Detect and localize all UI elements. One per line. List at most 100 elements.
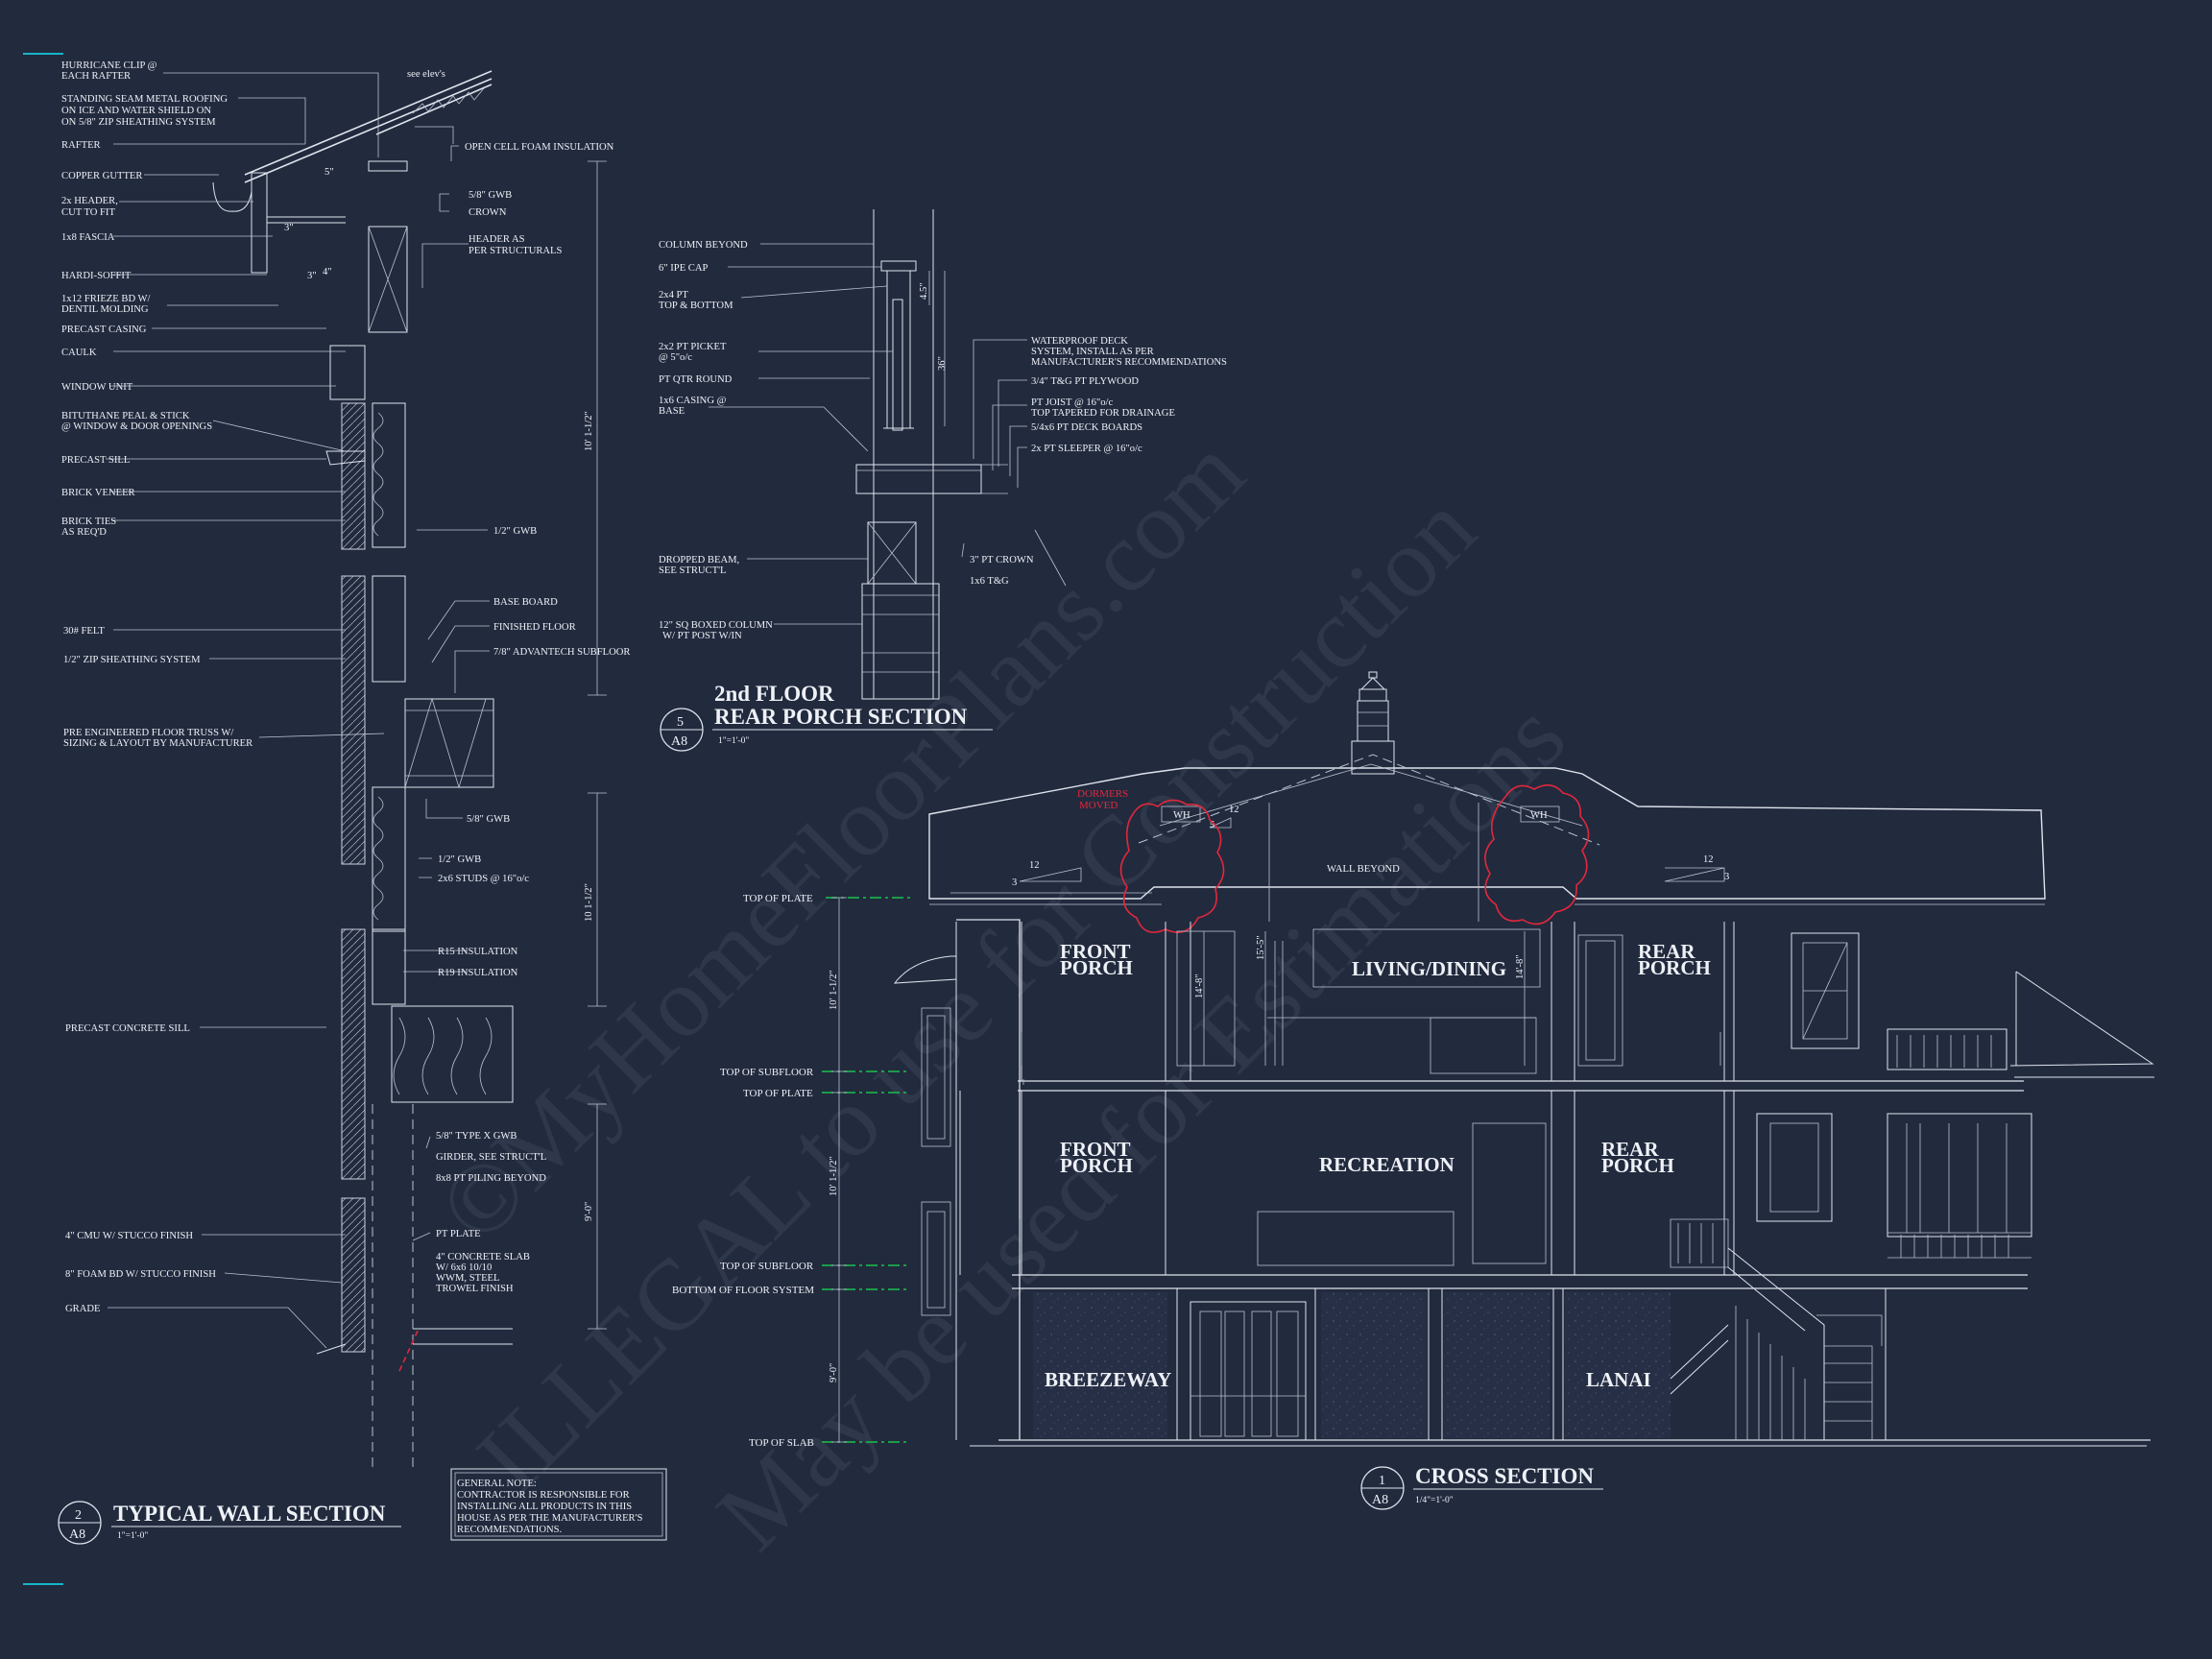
label-sleeper: 2x PT SLEEPER @ 16"o/c [1031, 444, 1142, 454]
label-bituthane-1: BITUTHANE PEAL & STICK [61, 411, 190, 421]
revision-cloud-left [1119, 799, 1225, 933]
room-front-porch-upper-1: FRONT [1060, 940, 1131, 963]
existing-grade-red [398, 1328, 420, 1372]
wall-beyond: WALL BEYOND [1327, 864, 1400, 875]
exterior-wall-upper [341, 402, 366, 550]
general-note-line1: GENERAL NOTE: [457, 1479, 537, 1489]
label-30-felt: 30# FELT [63, 626, 105, 637]
label-frieze-2: DENTIL MOLDING [61, 304, 149, 315]
room-recreation: RECREATION [1319, 1153, 1455, 1176]
label-2x6-studs: 2x6 STUDS @ 16"o/c [438, 874, 529, 884]
level-top-of-plate-lower: TOP OF PLATE [743, 1088, 813, 1099]
cross-bubble-number: 1 [1379, 1474, 1385, 1488]
label-bituthane-2: @ WINDOW & DOOR OPENINGS [61, 421, 212, 432]
pitch-12-left: 12 [1029, 860, 1040, 871]
label-boxed-column-2: W/ PT POST W/IN [662, 631, 742, 641]
red-note-line1: DORMERS [1077, 788, 1128, 800]
dim-4in: 4" [323, 267, 332, 277]
ipe-cap [880, 260, 917, 272]
label-precast-sill: PRECAST SILL [61, 455, 130, 466]
porch-section-title: 5 A8 2nd FLOOR REAR PORCH SECTION 1"=1'-… [660, 682, 993, 752]
label-copper-gutter: COPPER GUTTER [61, 171, 143, 181]
dim-3in-b: 3" [284, 223, 294, 233]
label-precast-concrete-sill: PRECAST CONCRETE SILL [65, 1023, 190, 1034]
ground-columns [1176, 1288, 1887, 1440]
porch-scale: 1"=1'-0" [718, 736, 749, 746]
recreation-cabinet [1257, 1211, 1455, 1266]
label-boxed-column-1: 12" SQ BOXED COLUMN [659, 620, 773, 631]
piling [372, 1104, 414, 1469]
batt-insulation-1 [373, 412, 384, 537]
label-base-board: BASE BOARD [493, 597, 558, 608]
dim-wall-upper: 10' 1-1/2" [584, 411, 594, 451]
general-note-line2: CONTRACTOR IS RESPONSIBLE FOR [457, 1490, 631, 1501]
lower-floor-insulation [393, 1017, 493, 1095]
wh-left: WH [1173, 810, 1190, 821]
soffit [267, 216, 346, 224]
wall-section-title: 2 A8 TYPICAL WALL SECTION 1"=1'-0" [58, 1501, 401, 1545]
exterior-wall-middle [341, 575, 366, 865]
label-gwb-12-upper: 1/2" GWB [493, 526, 537, 537]
level-markers: TOP OF PLATE TOP OF SUBFLOOR TOP OF PLAT… [672, 893, 910, 1449]
stud-wall-4 [372, 928, 406, 1005]
level-top-of-subfloor-upper: TOP OF SUBFLOOR [720, 1067, 814, 1078]
wall-section-dimensions: 10' 1-1/2" 10 1-1/2" 9'-0" [584, 160, 607, 1330]
main-roof [928, 767, 2046, 900]
label-caulk: CAULK [61, 348, 97, 358]
dim-5in: 5" [325, 167, 334, 178]
window-unit [329, 345, 366, 400]
label-slab-3: WWM, STEEL [436, 1273, 500, 1284]
cross-bubble-sheet: A8 [1372, 1493, 1388, 1507]
label-brick-ties-1: BRICK TIES [61, 517, 116, 527]
label-dropped-beam-1: DROPPED BEAM, [659, 555, 739, 565]
ceiling-height-dims: 14'-8" 15'-5" 14'-8" [1194, 931, 1526, 1066]
label-rafter: RAFTER [61, 140, 102, 151]
building-outline [956, 919, 2151, 1441]
pitch-12-right: 12 [1703, 854, 1714, 865]
label-hardi-soffit: HARDI-SOFFIT [61, 271, 132, 281]
label-deck-boards: 5/4x6 PT DECK BOARDS [1031, 422, 1142, 433]
label-grade: GRADE [65, 1304, 101, 1314]
label-header-as-1: HEADER AS [469, 234, 525, 245]
label-gwb-58-middle: 5/8" GWB [467, 814, 510, 825]
dim-cross-upper: 10' 1-1/2" [829, 970, 839, 1010]
room-lanai: LANAI [1586, 1368, 1651, 1391]
dim-ceiling-2: 15'-5" [1256, 935, 1266, 960]
label-ipe-cap: 6" IPE CAP [659, 263, 709, 274]
label-piling: 8x8 PT PILING BEYOND [436, 1173, 546, 1184]
label-floor-truss-2: SIZING & LAYOUT BY MANUFACTURER [63, 738, 253, 749]
wh-right: WH [1530, 810, 1548, 821]
roof-insulation [412, 87, 485, 114]
label-roofing-2: ON ICE AND WATER SHIELD ON [61, 106, 211, 116]
room-front-porch-upper-2: PORCH [1060, 956, 1133, 979]
grade-line [316, 1343, 347, 1355]
label-pt-plate: PT PLATE [436, 1229, 481, 1239]
revision-cloud-right [1484, 784, 1590, 926]
label-fascia: 1x8 FASCIA [61, 232, 115, 243]
label-dropped-beam-2: SEE STRUCT'L [659, 565, 726, 576]
floor-truss-web [404, 697, 493, 789]
column-beyond [873, 209, 934, 699]
label-cmu-stucco: 4" CMU W/ STUCCO FINISH [65, 1231, 193, 1241]
front-porch-door [1176, 930, 1236, 1067]
roof-fascia-lines [929, 892, 2045, 905]
recreation-door [1472, 1122, 1547, 1264]
label-picket-1: 2x2 PT PICKET [659, 342, 727, 352]
cross-title-text: CROSS SECTION [1415, 1464, 1594, 1488]
typical-wall-section: 10' 1-1/2" 10 1-1/2" 9'-0" 5" 4" 3" 3" H… [58, 60, 667, 1545]
porch-right-leaders [961, 339, 1067, 587]
label-column-beyond: COLUMN BEYOND [659, 240, 748, 251]
label-hurricane-clip-2: EACH RAFTER [61, 71, 132, 82]
stud-wall-3 [372, 786, 406, 932]
label-gwb-58-top: 5/8" GWB [469, 190, 512, 201]
columns [955, 922, 1735, 1440]
dim-cross-middle: 10' 1-1/2" [829, 1156, 839, 1196]
label-roofing-3: ON 5/8" ZIP SHEATHING SYSTEM [61, 117, 216, 128]
gutter [212, 181, 252, 212]
wall-section-scale: 1"=1'-0" [117, 1531, 148, 1541]
fascia [251, 172, 268, 274]
porch-left-leaders [709, 243, 893, 625]
top-plate [368, 160, 408, 172]
label-slab-4: TROWEL FINISH [436, 1284, 514, 1294]
